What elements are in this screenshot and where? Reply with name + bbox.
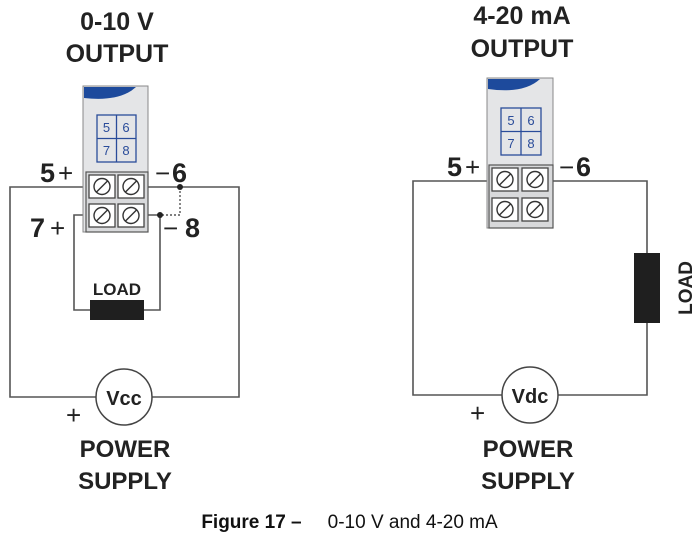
right-plus-sign-5: + <box>465 152 480 182</box>
right-title-line1: 4-20 mA <box>473 2 570 30</box>
right-power-source-symbol <box>501 366 559 424</box>
right-title-line2: OUTPUT <box>471 35 574 63</box>
right-outer-wire <box>412 180 648 396</box>
left-minus-sign-6: − <box>155 158 170 188</box>
left-jumper-6-8 <box>160 187 181 216</box>
left-screw-terminal-7 <box>88 203 116 228</box>
right-terminal-number-grid: 5 6 7 8 <box>500 107 542 156</box>
right-source-label: Vdc <box>512 386 549 408</box>
left-screw-terminal-5 <box>88 174 116 199</box>
right-screw-terminal-8 <box>521 197 549 222</box>
left-terminal-number-grid: 5 6 7 8 <box>96 114 137 163</box>
grid-label-6: 6 <box>122 120 129 135</box>
left-terminal-label-5: 5 <box>40 158 55 188</box>
right-power-supply-line2: SUPPLY <box>481 468 575 495</box>
right-diagram-4-20ma: 4-20 mA OUTPUT 5 6 7 8 5 + − <box>412 2 697 495</box>
figure-caption-text: 0-10 V and 4-20 mA <box>327 512 498 533</box>
left-title-line1: 0-10 V <box>80 8 154 36</box>
grid-label-8: 8 <box>527 136 534 151</box>
grid-label-5: 5 <box>103 120 110 135</box>
right-module-accent <box>488 79 540 91</box>
left-power-supply-line2: SUPPLY <box>78 468 172 495</box>
left-terminal-label-8: 8 <box>185 213 200 243</box>
left-load-label: LOAD <box>93 280 141 299</box>
right-terminal-label-5: 5 <box>447 152 462 182</box>
left-junction-dot-6 <box>177 184 183 190</box>
grid-label-7: 7 <box>507 136 514 151</box>
figure-caption: Figure 17 – 0-10 V and 4-20 mA <box>0 512 699 534</box>
left-diagram-0-10v: 0-10 V OUTPUT 5 6 7 8 <box>9 8 240 495</box>
left-outer-wire <box>9 186 240 398</box>
left-transmitter-module: 5 6 7 8 <box>82 85 149 233</box>
right-screw-terminal-7 <box>491 197 519 222</box>
left-source-label: Vcc <box>106 388 142 410</box>
grid-label-5: 5 <box>507 113 514 128</box>
left-screw-terminal-8 <box>117 203 145 228</box>
right-power-supply-line1: POWER <box>483 436 574 463</box>
right-transmitter-module: 5 6 7 8 <box>486 77 554 229</box>
left-screw-terminal-6 <box>117 174 145 199</box>
grid-label-6: 6 <box>527 113 534 128</box>
grid-label-7: 7 <box>103 143 110 158</box>
left-terminal-label-6: 6 <box>172 158 187 188</box>
figure-caption-label: Figure 17 – <box>201 512 302 533</box>
right-minus-sign-6: − <box>559 152 574 182</box>
left-plus-sign-7: + <box>50 213 65 243</box>
left-module-accent <box>84 87 136 99</box>
left-power-supply-line1: POWER <box>80 436 171 463</box>
right-source-plus-sign: + <box>470 398 485 428</box>
left-plus-sign-5: + <box>58 158 73 188</box>
left-source-plus-sign: + <box>66 400 81 430</box>
right-load-resistor <box>634 253 660 323</box>
left-terminal-label-7: 7 <box>30 213 45 243</box>
left-load-wire <box>73 214 161 311</box>
left-title-line2: OUTPUT <box>66 40 169 68</box>
right-terminal-label-6: 6 <box>576 152 591 182</box>
left-minus-sign-8: − <box>163 213 178 243</box>
right-load-label: LOAD <box>676 261 697 315</box>
right-screw-terminal-5 <box>491 167 519 192</box>
left-power-source-symbol <box>95 368 153 426</box>
left-junction-dot-8 <box>157 212 163 218</box>
left-load-resistor <box>90 300 144 320</box>
right-screw-terminal-6 <box>521 167 549 192</box>
grid-label-8: 8 <box>122 143 129 158</box>
